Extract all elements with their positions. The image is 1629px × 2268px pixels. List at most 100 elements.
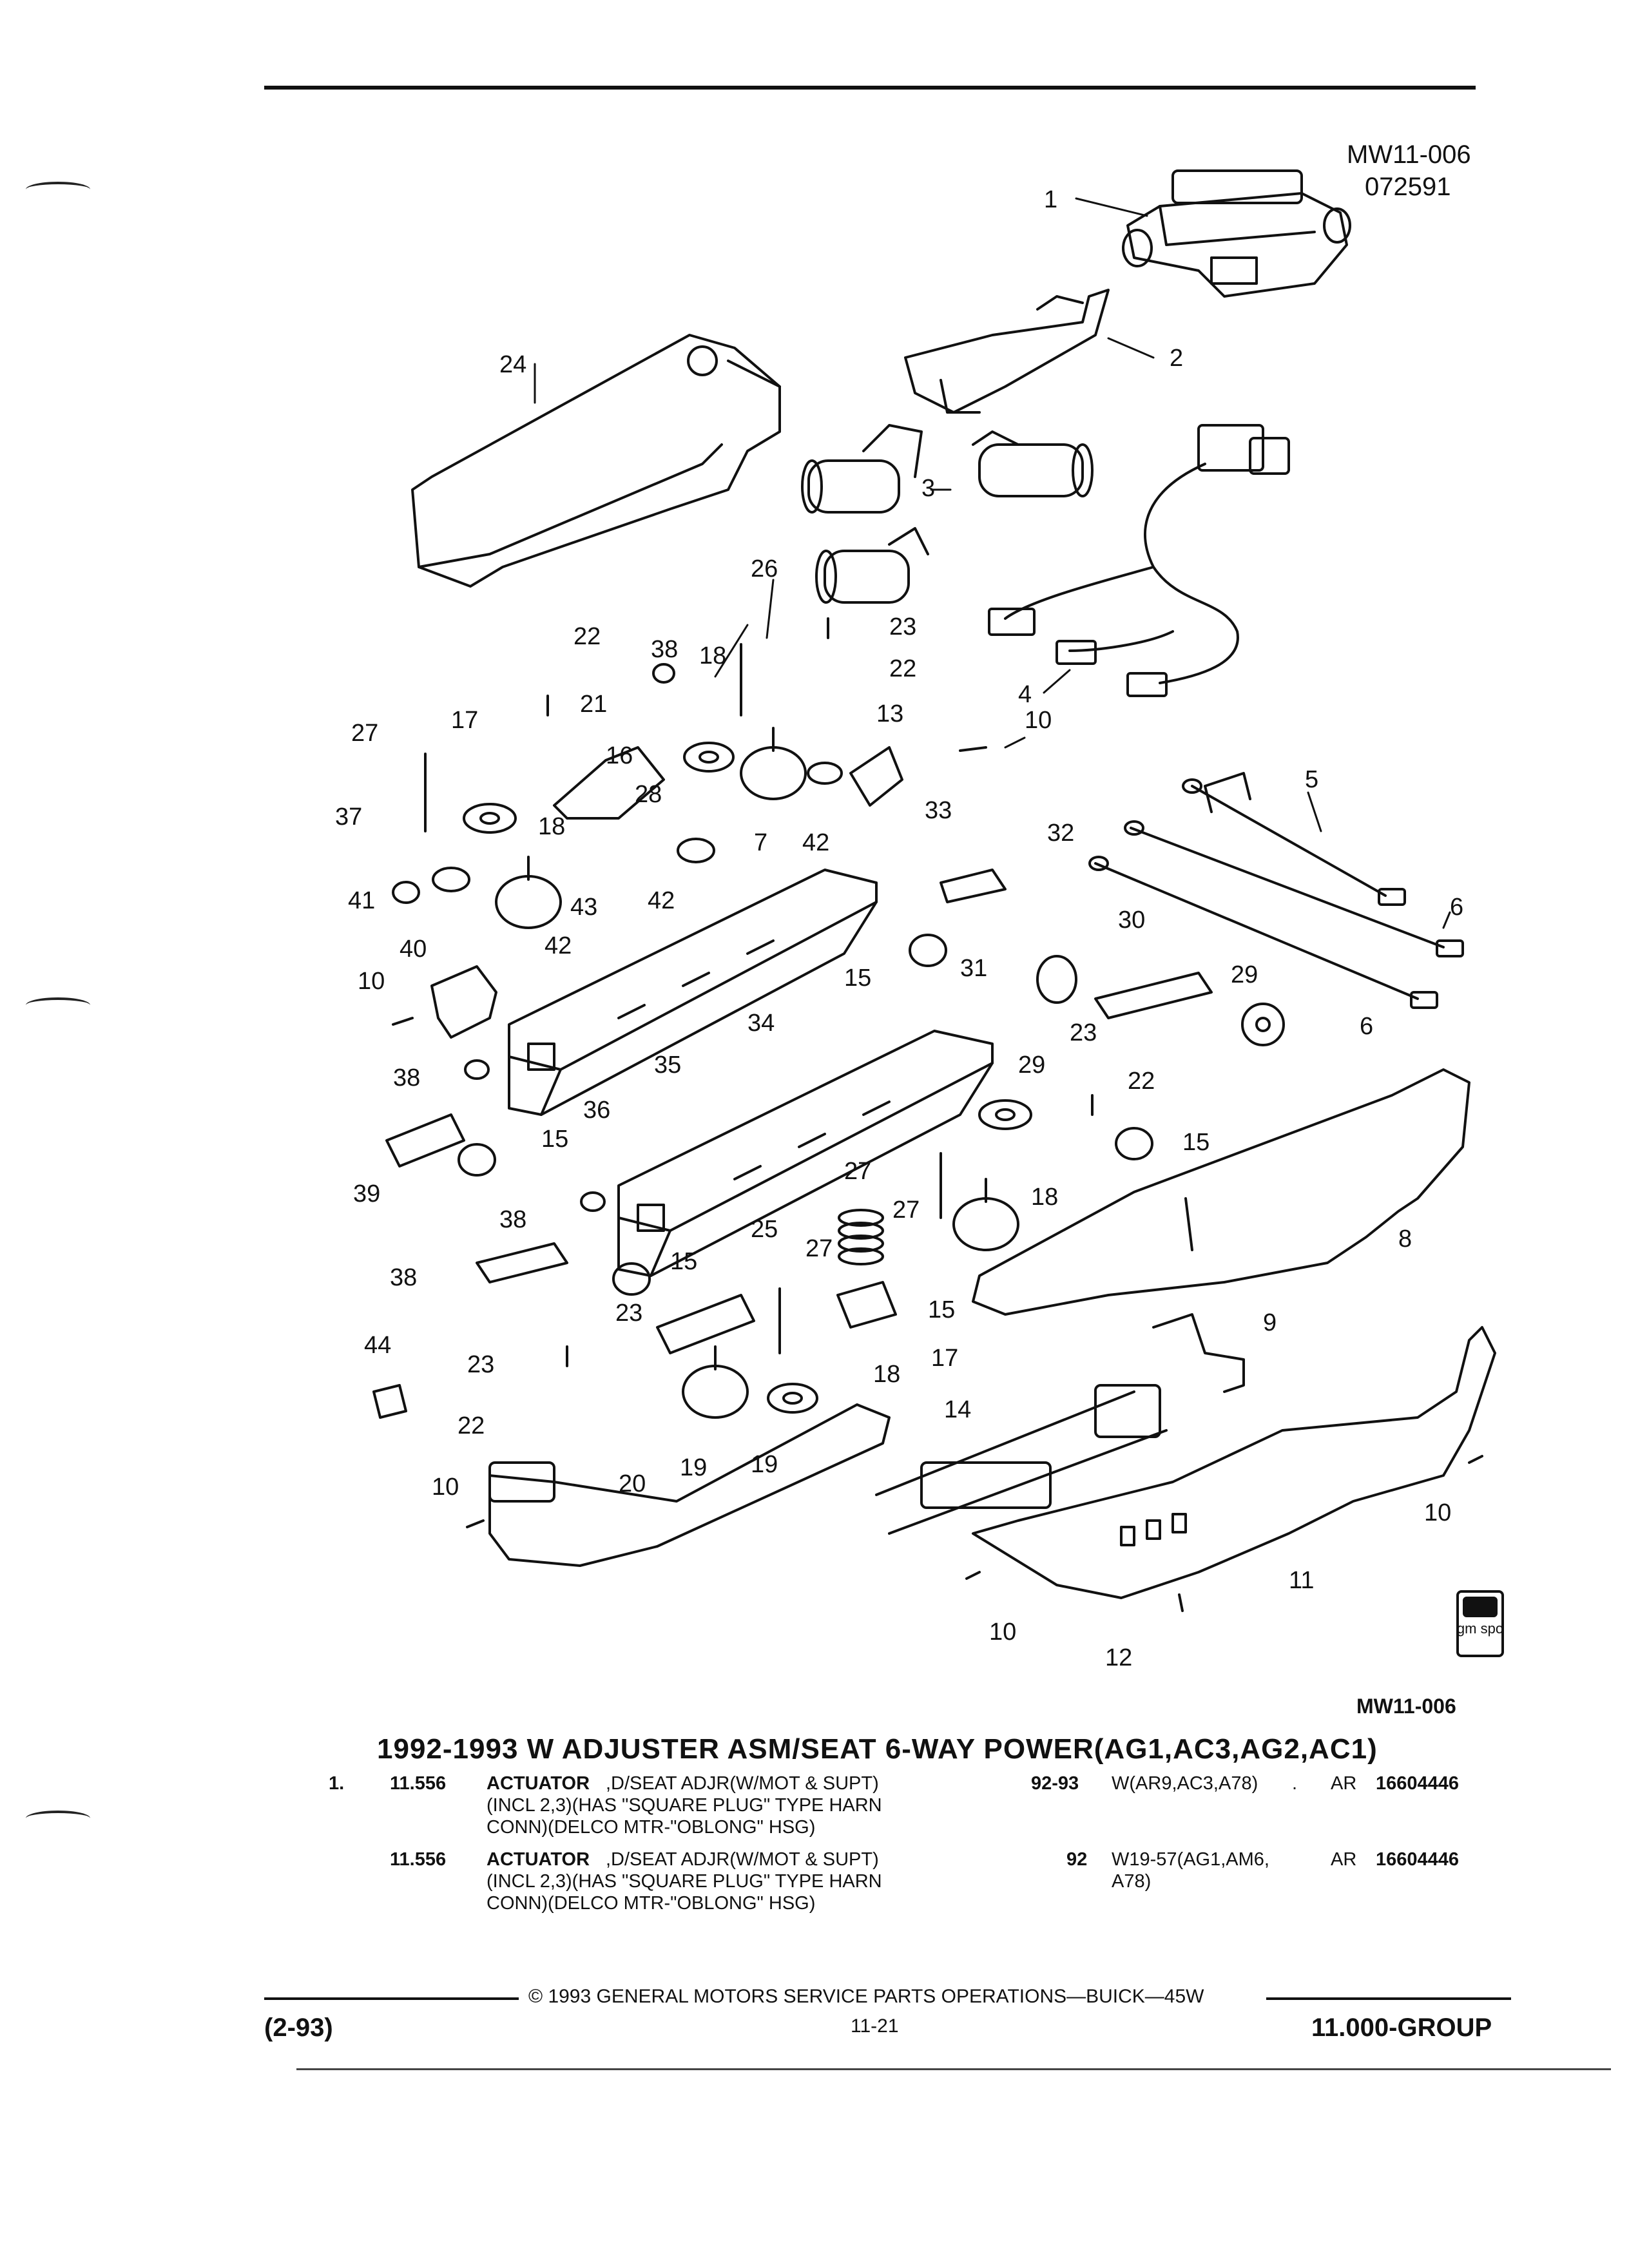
callout-23d: 23 <box>467 1351 494 1378</box>
callout-6b: 6 <box>1360 1013 1373 1040</box>
seat-switch-part <box>875 1384 1168 1535</box>
callout-38c: 38 <box>393 1064 420 1091</box>
seat-motor-part <box>801 424 1094 604</box>
svg-text:gm spo: gm spo <box>1457 1620 1503 1637</box>
callout-31: 30 <box>1118 907 1145 934</box>
callout-37: 36 <box>583 1097 610 1124</box>
callout-26: 25 <box>751 1216 778 1243</box>
callout-23a: 22 <box>574 623 601 650</box>
callout-22c: 22 <box>1128 1068 1155 1095</box>
part-name: ACTUATOR <box>487 1849 590 1870</box>
part-separator: . <box>1292 1773 1298 1794</box>
stud-parts <box>392 617 1483 1612</box>
callout-30: 29 <box>1231 961 1258 988</box>
callout-10e: 10 <box>989 1619 1016 1646</box>
callout-labels: 1 2 3 4 5 6 6 7 8 9 10 10 10 10 10 11 12… <box>335 186 1463 1671</box>
part-desc-line1: ,D/SEAT ADJR(W/MOT & SUPT) <box>606 1773 879 1794</box>
diagram-code: MW11-006 <box>1347 140 1471 169</box>
callout-18b: 18 <box>699 642 726 669</box>
callout-19a: 18 <box>538 813 565 840</box>
callout-38a: 37 <box>335 803 362 831</box>
callout-42b: 42 <box>648 887 675 914</box>
fastener-parts <box>392 663 1285 1414</box>
callout-10a: 10 <box>1025 707 1052 734</box>
footer-revision: (2-93) <box>264 2013 333 2042</box>
part-qty: AR <box>1331 1849 1357 1870</box>
callout-35: 34 <box>747 1010 775 1037</box>
callout-27b: 27 <box>351 720 378 747</box>
footer-rule-left <box>264 1997 519 2000</box>
callout-17b: 17 <box>931 1345 958 1372</box>
callout-5: 5 <box>1305 766 1318 793</box>
callout-15a: 15 <box>844 965 871 992</box>
callout-42a: 41 <box>348 887 375 914</box>
callout-15c: 15 <box>670 1248 697 1275</box>
callout-23b: 23 <box>889 613 916 640</box>
callout-22a: 21 <box>580 691 607 718</box>
part-number: 16604446 <box>1376 1773 1460 1794</box>
callout-39: 38 <box>390 1264 417 1291</box>
part-code: 11.556 <box>390 1849 447 1870</box>
callout-29a: 28 <box>635 781 662 808</box>
top-rule <box>264 86 1476 90</box>
callout-18a: 17 <box>451 707 478 734</box>
bottom-rule <box>296 2068 1611 2070</box>
catalog-title: 1992-1993 W ADJUSTER ASM/SEAT 6-WAY POWE… <box>377 1733 1378 1765</box>
callout-6: 6 <box>1450 894 1463 921</box>
callout-8: 8 <box>1398 1225 1412 1253</box>
callout-16: 15 <box>928 1296 955 1323</box>
callout-42c: 42 <box>802 829 829 856</box>
callout-23c: 23 <box>1070 1019 1097 1046</box>
callout-2: 2 <box>1170 345 1183 372</box>
part-desc-line2: (INCL 2,3)(HAS "SQUARE PLUG" TYPE HARN <box>487 1871 882 1892</box>
callout-19b: 19 <box>751 1451 778 1478</box>
actuator-assembly-part <box>1122 169 1351 298</box>
callout-34: 33 <box>925 797 952 824</box>
callout-38b: 38 <box>651 636 678 663</box>
clip-parts <box>372 746 1251 1419</box>
seat-side-cover-part <box>411 334 781 588</box>
callout-36: 35 <box>654 1052 681 1079</box>
figure-code: MW11-006 <box>1356 1695 1456 1718</box>
callout-13: 13 <box>876 700 903 727</box>
callout-15d: 15 <box>1182 1129 1210 1156</box>
callout-10c: 10 <box>432 1474 459 1501</box>
part-desc-line2: (INCL 2,3)(HAS "SQUARE PLUG" TYPE HARN <box>487 1795 882 1816</box>
gearbox-part <box>495 727 1019 1419</box>
part-desc-line1: ,D/SEAT ADJR(W/MOT & SUPT) <box>606 1849 879 1870</box>
margin-mark <box>26 997 90 1013</box>
seat-track-part <box>508 869 994 1277</box>
callout-20: 19 <box>680 1454 707 1481</box>
drive-cable-part <box>1088 778 1464 1009</box>
footer-rule-right <box>1266 1997 1511 2000</box>
callout-27a: 26 <box>751 555 778 582</box>
callout-29b: 29 <box>1018 1052 1045 1079</box>
callout-12: 12 <box>1105 1644 1132 1671</box>
callout-32: 31 <box>960 955 987 982</box>
callout-43: 42 <box>545 932 572 959</box>
callout-40: 39 <box>353 1180 380 1207</box>
part-code: 11.556 <box>390 1773 447 1794</box>
part-qty: AR <box>1331 1773 1357 1794</box>
callout-33: 32 <box>1047 820 1074 847</box>
footer-copyright: © 1993 GENERAL MOTORS SERVICE PARTS OPER… <box>528 1986 1204 2007</box>
callout-9: 9 <box>1263 1309 1277 1336</box>
callout-24: 23 <box>615 1300 642 1327</box>
callout-22b: 22 <box>889 655 916 682</box>
callout-44: 43 <box>570 894 597 921</box>
callout-11: 11 <box>1289 1567 1314 1594</box>
part-desc-line3: CONN)(DELCO MTR-"OBLONG" HSG) <box>487 1893 816 1914</box>
part-usage-cont: A78) <box>1112 1871 1152 1892</box>
margin-mark <box>26 182 90 197</box>
part-usage: W19-57(AG1,AM6, <box>1112 1849 1269 1870</box>
callout-27d: 27 <box>805 1235 833 1262</box>
part-number: 16604446 <box>1376 1849 1460 1870</box>
callout-18c: 18 <box>1031 1184 1058 1211</box>
callout-15b: 15 <box>541 1126 568 1153</box>
footer-page-number: 11-21 <box>851 2015 899 2037</box>
footer-group: 11.000-GROUP <box>1311 2013 1492 2042</box>
callout-3: 3 <box>921 475 935 502</box>
callout-10d: 10 <box>1424 1499 1451 1526</box>
callout-27c: 27 <box>892 1196 920 1224</box>
switch-bracket-part <box>1152 1313 1245 1393</box>
